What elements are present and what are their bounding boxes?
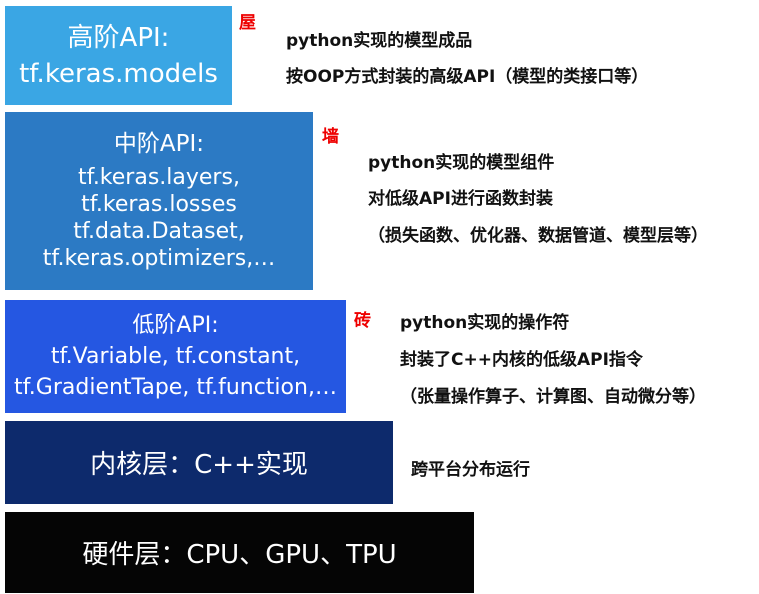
wall-tag: 墙 [322,127,339,147]
high-level-api-item: tf.keras.models [19,58,218,89]
hardware-layer-title: 硬件层：CPU、GPU、TPU [82,540,397,570]
roof-tag: 屋 [239,13,256,33]
low-desc-line: python实现的操作符 [400,313,570,333]
mid-level-api-item: tf.data.Dataset, [73,218,245,244]
high-desc-line: 按OOP方式封装的高级API（模型的类接口等） [286,67,649,87]
hardware-layer-block: 硬件层：CPU、GPU、TPU [5,512,474,593]
high-level-api-block: 高阶API: tf.keras.models [5,6,232,105]
low-level-api-item: tf.GradientTape, tf.function,… [14,375,337,400]
mid-level-api-title: 中阶API: [113,130,205,157]
mid-level-api-block: 中阶API: tf.keras.layers, tf.keras.losses … [5,112,313,290]
mid-level-api-item: tf.keras.layers, [78,164,240,190]
mid-desc-line: （损失函数、优化器、数据管道、模型层等） [368,226,708,246]
low-level-api-block: 低阶API: tf.Variable, tf.constant, tf.Grad… [5,300,346,413]
kernel-layer-block: 内核层：C++实现 [5,421,393,504]
brick-tag: 砖 [354,311,371,331]
high-level-api-title: 高阶API: [67,22,170,53]
mid-desc-line: python实现的模型组件 [368,153,555,173]
kernel-desc-line: 跨平台分布运行 [411,460,530,480]
low-desc-line: 封装了C++内核的低级API指令 [400,350,643,370]
low-desc-line: （张量操作算子、计算图、自动微分等） [400,387,706,407]
mid-desc-line: 对低级API进行函数封装 [368,189,553,209]
low-level-api-item: tf.Variable, tf.constant, [50,344,301,369]
mid-level-api-item: tf.keras.losses [81,191,237,217]
mid-level-api-item: tf.keras.optimizers,… [42,245,276,271]
high-desc-line: python实现的模型成品 [286,31,473,51]
kernel-layer-title: 内核层：C++实现 [90,450,308,480]
low-level-api-title: 低阶API: [132,313,219,338]
